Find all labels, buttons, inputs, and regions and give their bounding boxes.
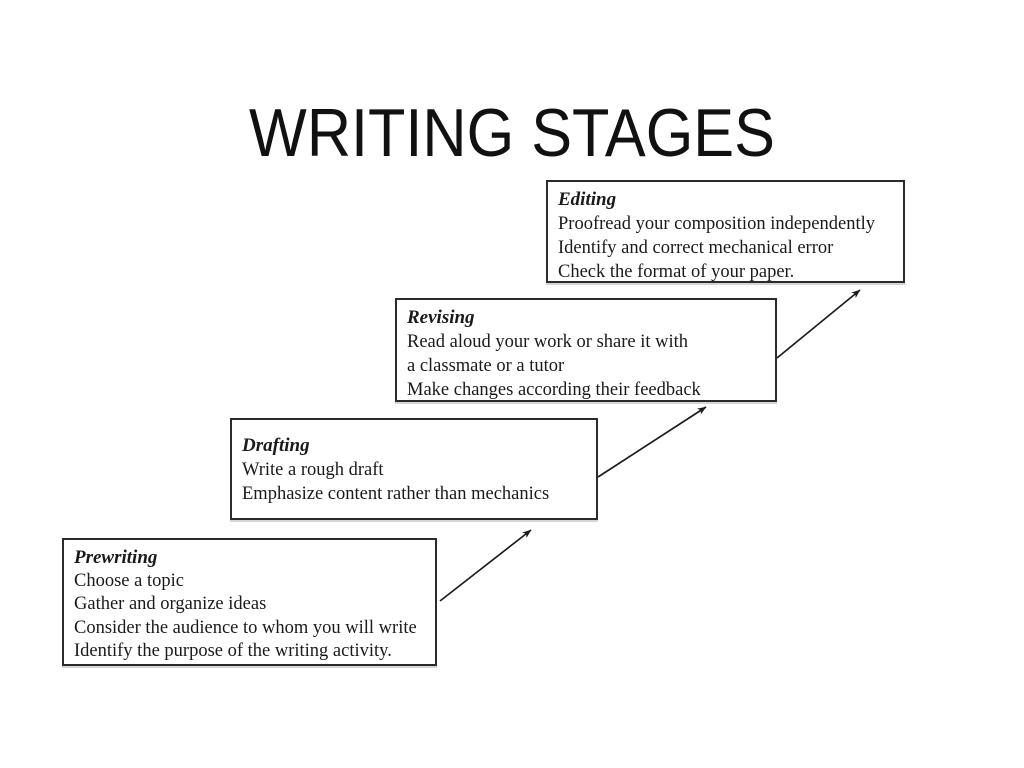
stage-box-drafting: Drafting Write a rough draft Emphasize c… (230, 418, 598, 520)
stage-line: Gather and organize ideas (74, 594, 267, 614)
stage-line: Identify the purpose of the writing acti… (74, 641, 392, 661)
arrow-revising-to-editing (776, 289, 861, 359)
stage-title-prewriting: Prewriting (74, 547, 158, 568)
arrow-prewriting-to-drafting (439, 529, 532, 602)
stage-title-drafting: Drafting (242, 435, 310, 456)
stage-box-prewriting: Prewriting Choose a topic Gather and org… (62, 538, 437, 666)
page-title: WRITING STAGES (249, 94, 775, 171)
stage-line: Read aloud your work or share it with (407, 332, 689, 352)
stage-line: Identify and correct mechanical error (558, 238, 834, 258)
stage-line: Consider the audience to whom you will w… (74, 617, 417, 638)
stage-box-revising: Revising Read aloud your work or share i… (395, 298, 777, 402)
stage-title-revising: Revising (407, 307, 475, 328)
stage-line: Emphasize content rather than mechanics (242, 484, 550, 504)
stage-line: Proofread your composition independently (558, 214, 876, 234)
stage-line: a classmate or a tutor (407, 356, 565, 376)
stage-line: Choose a topic (74, 570, 184, 591)
stage-line: Check the format of your paper. (558, 262, 795, 282)
arrow-drafting-to-revising (597, 406, 707, 478)
stage-title-editing: Editing (558, 189, 617, 210)
stage-line: Write a rough draft (242, 460, 384, 480)
stage-line: Make changes according their feedback (407, 380, 701, 400)
stage-box-editing: Editing Proofread your composition indep… (546, 180, 905, 283)
